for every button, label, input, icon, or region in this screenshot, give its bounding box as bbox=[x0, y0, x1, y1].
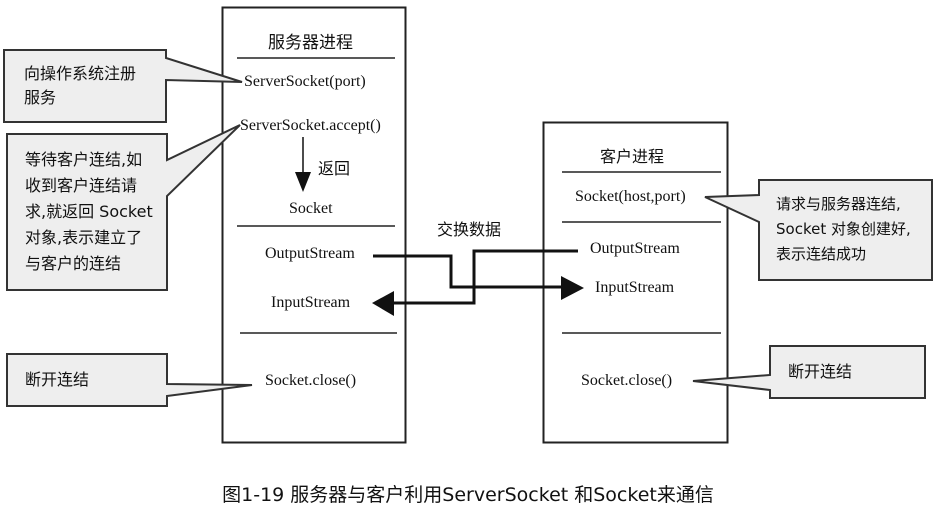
callout-client-connect-text: 请求与服务器连结, Socket 对象创建好, 表示连结成功 bbox=[776, 192, 911, 267]
server-socket-constructor-label: ServerSocket(port) bbox=[244, 73, 366, 90]
client-input-stream-label: InputStream bbox=[595, 279, 675, 296]
client-close-label: Socket.close() bbox=[581, 372, 673, 389]
callout-line: 断开连结 bbox=[25, 370, 90, 389]
callout-accept-connection bbox=[6, 124, 241, 291]
exchange-data-label: 交换数据 bbox=[437, 220, 502, 239]
return-label: 返回 bbox=[318, 159, 351, 178]
server-close-label: Socket.close() bbox=[265, 372, 357, 389]
server-input-arrow-head bbox=[372, 291, 394, 316]
server-output-to-client-input-line bbox=[373, 254, 563, 289]
callout-client-disconnect-text: 断开连结 bbox=[788, 360, 852, 384]
client-output-stream-label: OutputStream bbox=[590, 240, 680, 257]
client-process-box bbox=[542, 121, 729, 444]
server-socket-label: Socket bbox=[289, 200, 333, 217]
client-process-title: 客户进程 bbox=[600, 147, 665, 166]
return-arrow-head bbox=[295, 172, 311, 192]
callout-line: 求,就返回 Socket bbox=[25, 202, 153, 221]
server-accept-label: ServerSocket.accept() bbox=[240, 117, 381, 134]
callout-line: 收到客户连结请 bbox=[25, 176, 138, 195]
callout-client-disconnect bbox=[692, 345, 926, 399]
server-process-title: 服务器进程 bbox=[268, 33, 353, 53]
callout-register-service-text: 向操作系统注册 服务 bbox=[24, 62, 136, 110]
callout-register-service bbox=[3, 49, 243, 123]
client-output-to-server-input-line bbox=[392, 249, 578, 305]
client-input-arrow-head bbox=[561, 276, 584, 300]
server-process-box bbox=[221, 6, 407, 444]
callout-line: 服务 bbox=[24, 88, 57, 107]
callout-accept-connection-text: 等待客户连结,如 收到客户连结请 求,就返回 Socket 对象,表示建立了 与… bbox=[25, 147, 153, 277]
figure-caption: 图1-19 服务器与客户利用ServerSocket 和Socket来通信 bbox=[222, 484, 714, 506]
callout-line: 等待客户连结,如 bbox=[25, 150, 143, 169]
server-output-stream-label: OutputStream bbox=[265, 245, 355, 262]
callout-line: 断开连结 bbox=[788, 362, 853, 381]
callout-line: 表示连结成功 bbox=[776, 245, 867, 263]
callout-line: Socket 对象创建好, bbox=[776, 220, 911, 238]
callout-client-connect bbox=[704, 179, 933, 281]
callout-line: 与客户的连结 bbox=[25, 254, 122, 273]
client-socket-constructor-label: Socket(host,port) bbox=[575, 188, 686, 205]
callout-server-disconnect bbox=[6, 353, 253, 407]
callout-line: 对象,表示建立了 bbox=[25, 228, 143, 247]
server-input-stream-label: InputStream bbox=[271, 294, 351, 311]
callout-line: 向操作系统注册 bbox=[24, 64, 137, 83]
callout-line: 请求与服务器连结, bbox=[776, 195, 901, 213]
callout-server-disconnect-text: 断开连结 bbox=[25, 368, 89, 392]
